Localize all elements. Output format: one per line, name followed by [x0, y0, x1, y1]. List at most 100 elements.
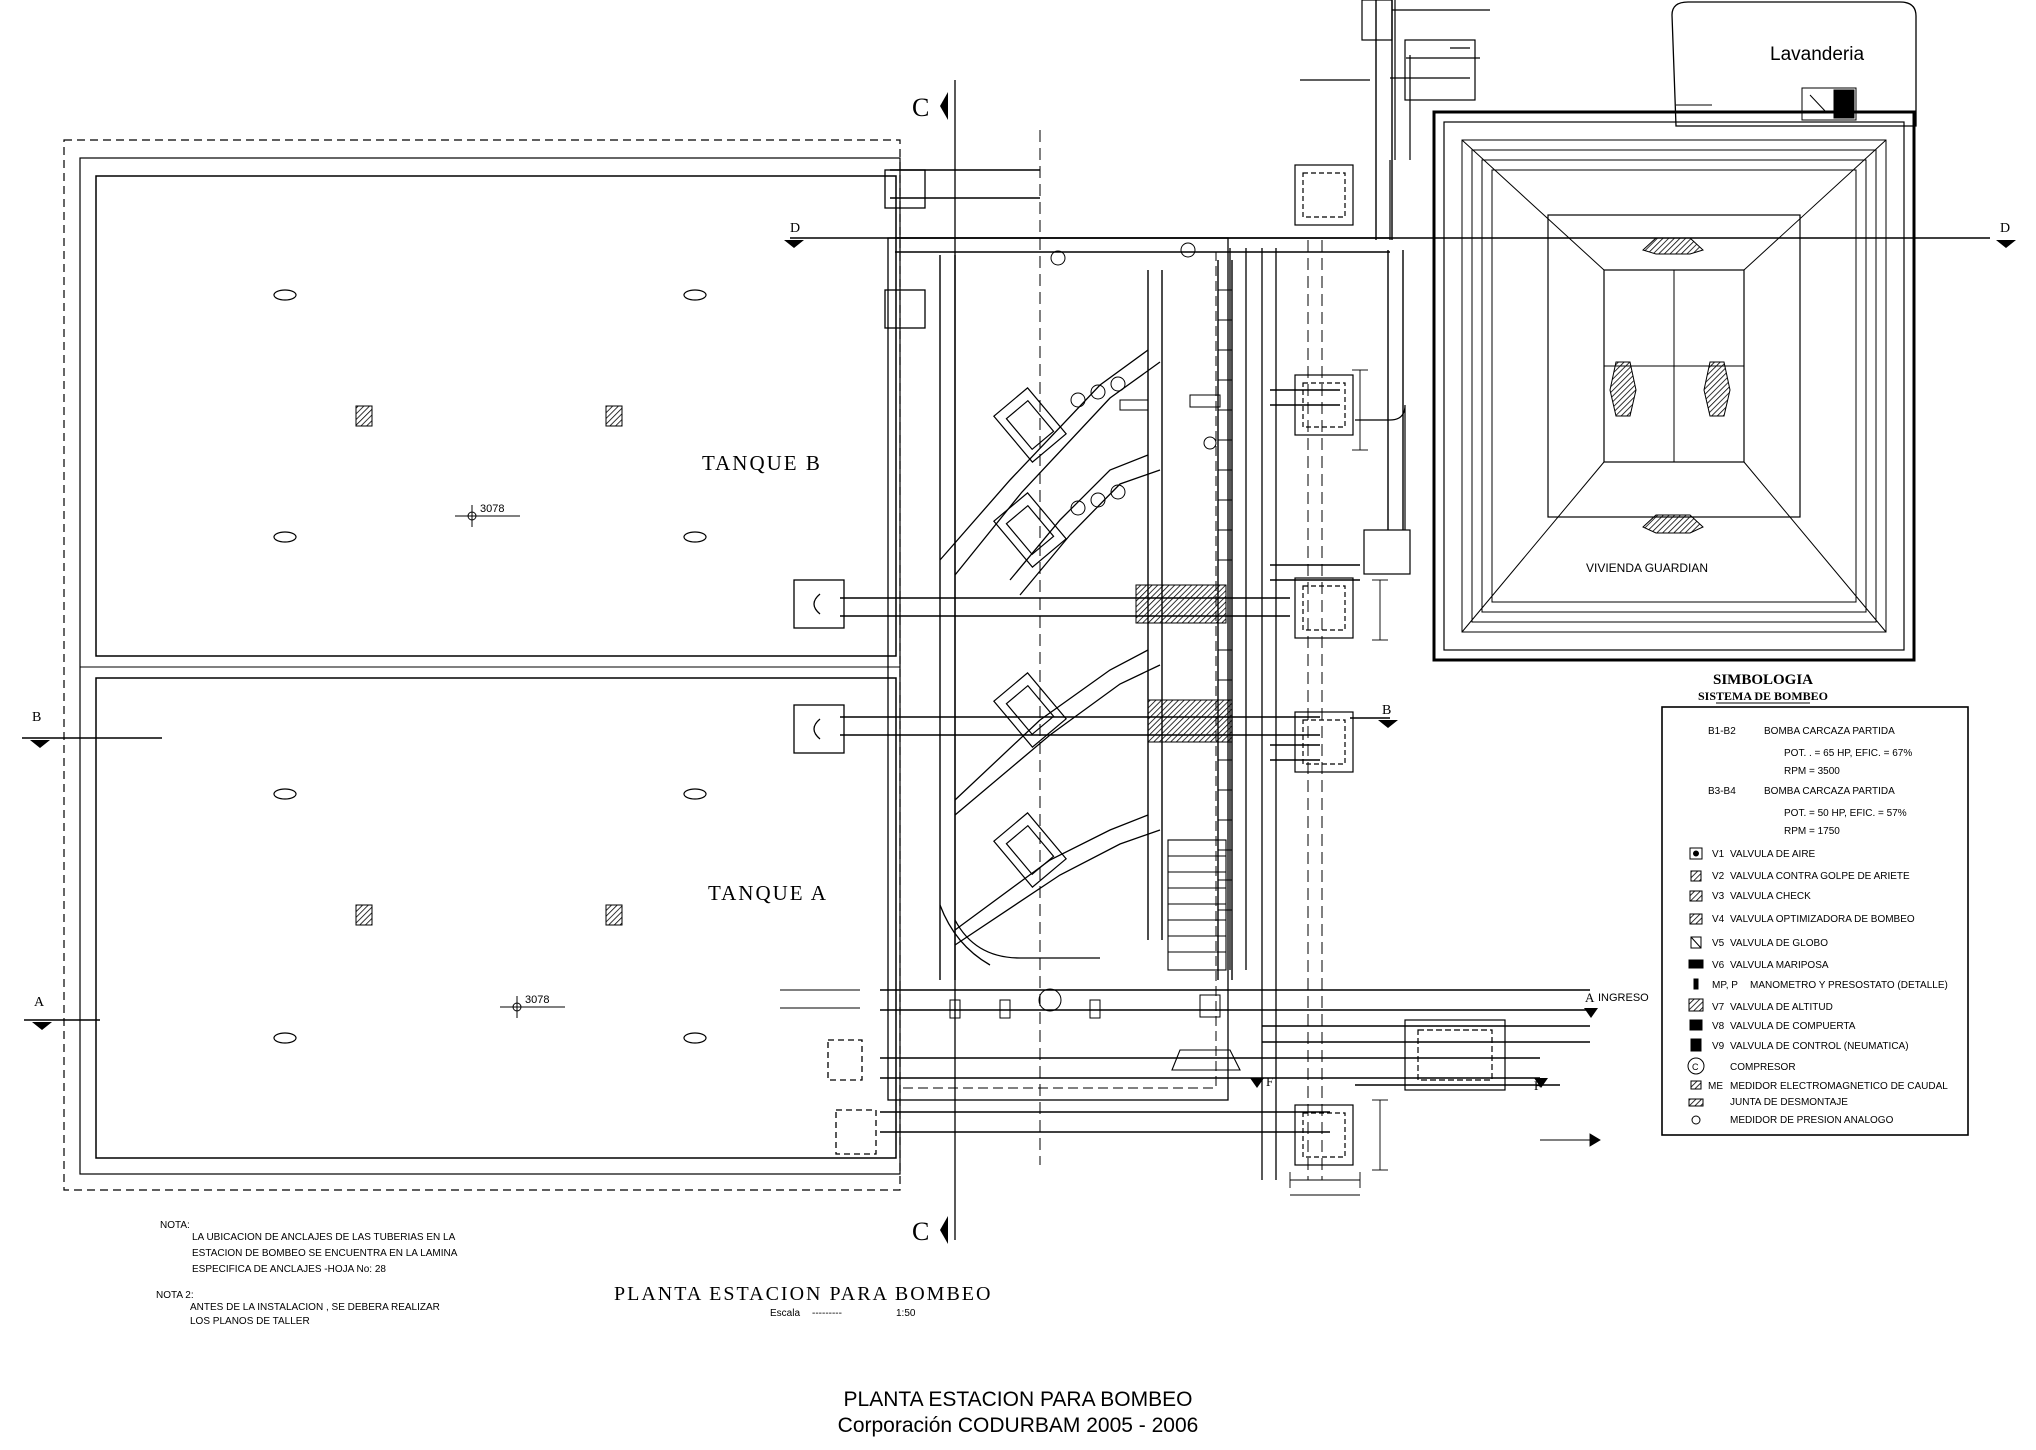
legend-desc: MEDIDOR DE PRESION ANALOGO	[1730, 1115, 1894, 1126]
pump-room	[887, 130, 1323, 1180]
svg-text:C: C	[1692, 1062, 1699, 1072]
column	[605, 405, 623, 427]
legend-code: ME	[1708, 1081, 1723, 1092]
guard-house-label: VIVIENDA GUARDIAN	[1586, 561, 1708, 575]
notes: NOTA: LA UBICACION DE ANCLAJES DE LAS TU…	[156, 1220, 458, 1327]
note2-label: NOTA 2:	[156, 1290, 194, 1301]
level-marker	[500, 996, 565, 1018]
legend-code: V3	[1712, 891, 1725, 902]
pump-pot: POT. . = 65 HP, EFIC. = 67%	[1784, 748, 1912, 759]
legend-desc: VALVULA DE COMPUERTA	[1730, 1021, 1856, 1032]
legend-desc: MEDIDOR ELECTROMAGNETICO DE CAUDAL	[1730, 1081, 1948, 1092]
legend-title: SIMBOLOGIA	[1713, 672, 1813, 688]
manifold-pipes	[939, 0, 1404, 980]
legend-desc: VALVULA DE ALTITUD	[1730, 1002, 1833, 1013]
pump-code: B3-B4	[1708, 786, 1736, 797]
optimizer-valve-icon	[1689, 913, 1703, 925]
scale-value: 1:50	[896, 1308, 916, 1319]
laundry-label: Lavanderia	[1770, 44, 1864, 65]
legend-desc: MANOMETRO Y PRESOSTATO (DETALLE)	[1750, 980, 1948, 991]
air-valve-icon	[1689, 847, 1703, 860]
legend-code: V8	[1712, 1021, 1725, 1032]
pump-desc: BOMBA CARCAZA PARTIDA	[1764, 786, 1895, 797]
footer-credit: Corporación CODURBAM 2005 - 2006	[837, 1414, 1199, 1437]
legend-desc: JUNTA DE DESMONTAJE	[1730, 1097, 1848, 1108]
section-f-label: F	[1266, 1074, 1273, 1089]
level-a: 3078	[525, 994, 549, 1006]
tank-a-label: TANQUE A	[708, 881, 828, 905]
note1-line: LA UBICACION DE ANCLAJES DE LAS TUBERIAS…	[192, 1232, 456, 1243]
legend-code: V4	[1712, 914, 1725, 925]
legend-desc: VALVULA CONTRA GOLPE DE ARIETE	[1730, 871, 1910, 882]
tank-outline	[63, 139, 901, 1191]
top-piping	[1300, 0, 1490, 530]
level-b: 3078	[480, 503, 504, 515]
compressor-icon: C	[1687, 1057, 1705, 1075]
note1-label: NOTA:	[160, 1220, 190, 1231]
pump-rpm: RPM = 3500	[1784, 766, 1840, 777]
globe-valve-icon	[1690, 936, 1702, 949]
section-c-label: C	[912, 93, 929, 122]
pump-pot: POT. = 50 HP, EFIC. = 57%	[1784, 808, 1907, 819]
legend-code: V9	[1712, 1041, 1725, 1052]
section-d-label: D	[790, 221, 800, 236]
legend-desc: VALVULA DE CONTROL (NEUMATICA)	[1730, 1041, 1909, 1052]
section-b-right-label: B	[1382, 703, 1391, 718]
legend-desc: VALVULA DE GLOBO	[1730, 938, 1828, 949]
ingreso-label: INGRESO	[1598, 992, 1649, 1004]
column	[355, 405, 373, 427]
plan-title: PLANTA ESTACION PARA BOMBEO	[614, 1283, 992, 1305]
legend-code: V5	[1712, 938, 1725, 949]
scale-label: Escala	[770, 1308, 800, 1319]
dismantling-joint-icon	[1688, 1098, 1704, 1107]
pump-desc: BOMBA CARCAZA PARTIDA	[1764, 726, 1895, 737]
pipe-supports	[1218, 289, 1232, 911]
legend-desc: VALVULA DE AIRE	[1730, 849, 1816, 860]
altitude-valve-icon	[1688, 998, 1704, 1012]
legend-code: V7	[1712, 1002, 1725, 1013]
legend-items: V1 VALVULA DE AIRE V2 VALVULA CONTRA GOL…	[1708, 849, 1948, 1126]
section-b-label: B	[32, 710, 41, 725]
pump-branches	[939, 349, 1161, 966]
tank-b: TANQUE B 3078	[273, 289, 822, 543]
pump-code: B1-B2	[1708, 726, 1736, 737]
note1-line: ESTACION DE BOMBEO SE ENCUENTRA EN LA LA…	[192, 1248, 458, 1259]
legend-code: MP, P	[1712, 980, 1738, 991]
legend-code: V1	[1712, 849, 1725, 860]
valve-clusters	[949, 242, 1233, 1019]
butterfly-valve-icon	[1688, 959, 1704, 969]
pump-units	[993, 387, 1067, 888]
tank-inlets	[793, 169, 926, 1155]
tank-b-label: TANQUE B	[702, 451, 822, 475]
level-marker	[455, 505, 520, 527]
vent-openings	[273, 788, 707, 1044]
guard-house	[1432, 1, 1917, 662]
tank-a: TANQUE A 3078	[273, 788, 828, 1044]
gate-valve-icon	[1689, 1019, 1703, 1031]
section-a-label: A	[34, 995, 45, 1010]
pressure-gauge-icon	[1691, 1115, 1701, 1125]
pump-rpm: RPM = 1750	[1784, 826, 1840, 837]
legend-desc: COMPRESOR	[1730, 1062, 1796, 1073]
note2-line: ANTES DE LA INSTALACION , SE DEBERA REAL…	[190, 1302, 440, 1313]
legend-code: V6	[1712, 960, 1725, 971]
flowmeter-icon	[1690, 1080, 1702, 1090]
section-cut-lines	[22, 80, 1990, 1240]
legend: SIMBOLOGIA SISTEMA DE BOMBEO B1-B2 BOMBA…	[1661, 672, 1969, 1136]
manometer-icon	[1693, 978, 1699, 990]
legend-symbol-icons: C	[1687, 847, 1705, 1125]
scale-dashes: ---------	[812, 1308, 842, 1319]
note2-line: LOS PLANOS DE TALLER	[190, 1316, 310, 1327]
check-valve-icon	[1689, 890, 1703, 902]
legend-desc: VALVULA CHECK	[1730, 891, 1811, 902]
note1-line: ESPECIFICA DE ANCLAJES -HOJA No: 28	[192, 1264, 386, 1275]
legend-pump-b3-b4: B3-B4 BOMBA CARCAZA PARTIDA POT. = 50 HP…	[1708, 786, 1907, 837]
legend-desc: VALVULA MARIPOSA	[1730, 960, 1829, 971]
section-c-bottom-label: C	[912, 1217, 929, 1246]
roof-direction-arrows	[1609, 237, 1731, 534]
legend-subtitle: SISTEMA DE BOMBEO	[1698, 689, 1828, 703]
header-pipes	[840, 169, 1590, 1133]
section-markers: A B C C D D B A F F	[30, 92, 2016, 1246]
drawing-title: PLANTA ESTACION PARA BOMBEO Escala -----…	[614, 1283, 992, 1319]
legend-pump-b1-b2: B1-B2 BOMBA CARCAZA PARTIDA POT. . = 65 …	[1708, 726, 1912, 777]
